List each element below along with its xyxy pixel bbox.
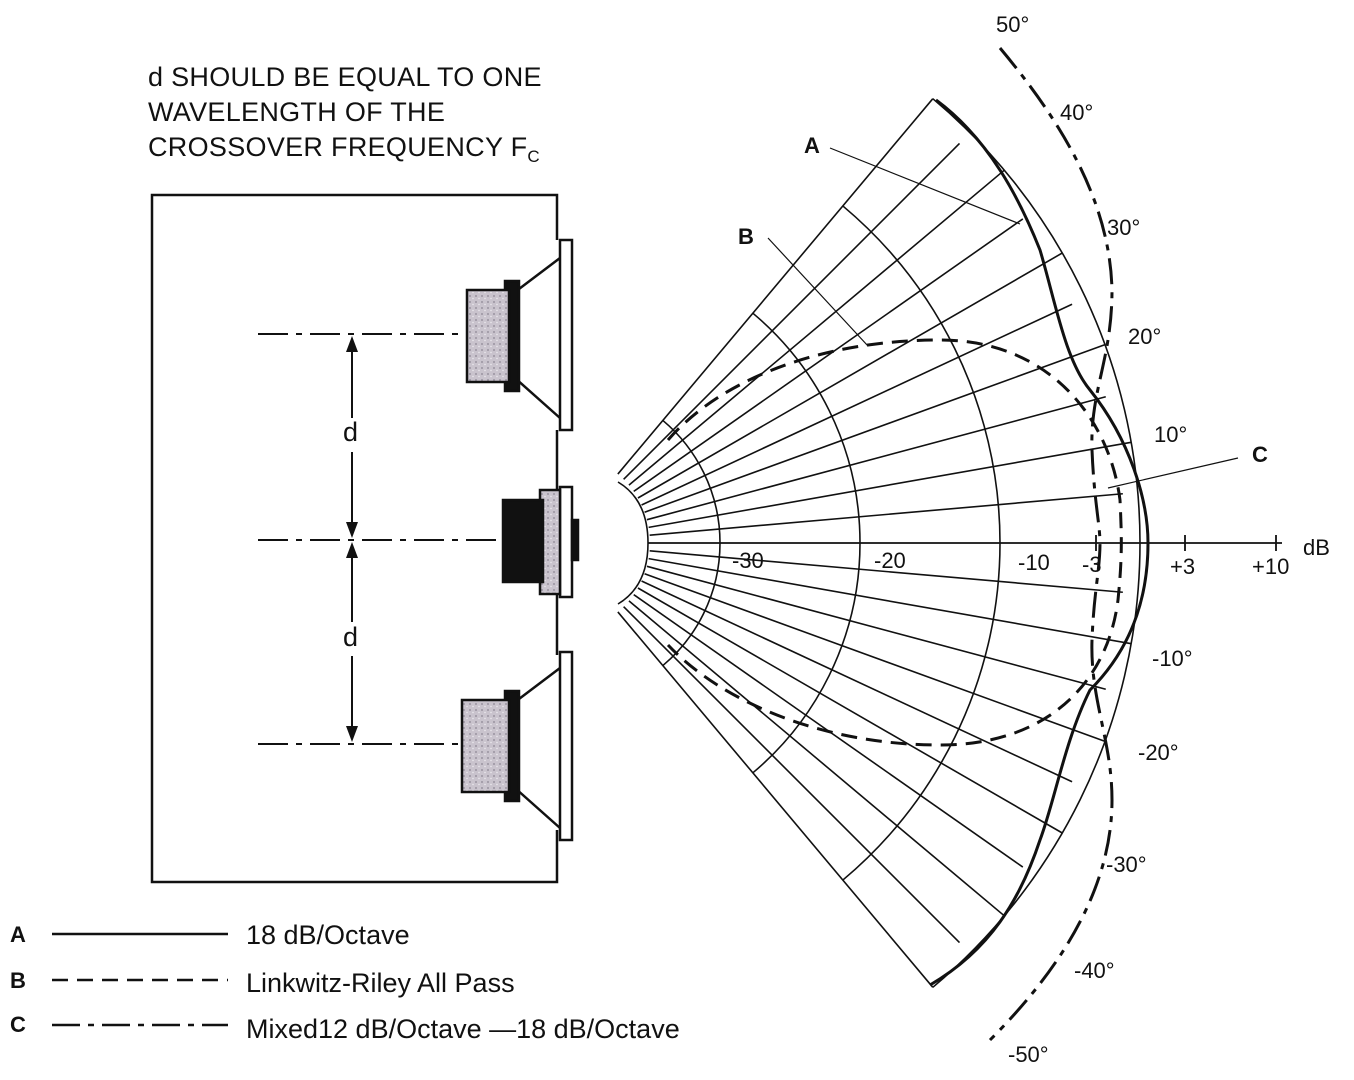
angle-label: -30° bbox=[1106, 852, 1147, 877]
angle-label: 10° bbox=[1154, 422, 1187, 447]
legend: A 18 dB/Octave B Linkwitz-Riley All Pass… bbox=[10, 920, 680, 1044]
legend-key-a: A bbox=[10, 922, 26, 947]
note-line-3-text: CROSSOVER FREQUENCY F bbox=[148, 132, 528, 162]
polar-radial-line bbox=[628, 600, 1005, 917]
lower-baffle-plate bbox=[558, 650, 574, 842]
db-tick-label: -10 bbox=[1018, 550, 1050, 575]
note-line-1: d SHOULD BE EQUAL TO ONE bbox=[148, 62, 542, 92]
leader-c bbox=[1107, 457, 1239, 489]
polar-radial-line bbox=[628, 169, 1005, 486]
polar-radial-line bbox=[644, 573, 1106, 743]
polar-radial-line bbox=[633, 218, 1024, 493]
legend-text-a: 18 dB/Octave bbox=[246, 920, 410, 950]
driver-axis-lines bbox=[258, 333, 500, 745]
upper-d-arrowhead-top bbox=[346, 336, 358, 352]
legend-text-b: Linkwitz-Riley All Pass bbox=[246, 968, 515, 998]
upper-d-label: d bbox=[343, 417, 358, 447]
tweeter-baffle-plate bbox=[558, 485, 574, 599]
db-tick-label: -20 bbox=[874, 548, 906, 573]
polar-radial-line bbox=[648, 441, 1132, 529]
leader-a bbox=[829, 147, 1021, 225]
leader-b bbox=[767, 237, 869, 347]
upper-woofer-cone bbox=[513, 257, 561, 419]
lower-d-label: d bbox=[343, 622, 358, 652]
tweeter-front bbox=[570, 518, 580, 562]
lower-woofer bbox=[460, 650, 574, 842]
legend-key-b: B bbox=[10, 968, 26, 993]
polar-grid bbox=[617, 98, 1141, 988]
center-tweeter bbox=[501, 485, 580, 599]
dimension-arrows bbox=[346, 336, 358, 742]
lower-d-arrowhead-bottom bbox=[346, 726, 358, 742]
polar-radial-line bbox=[641, 580, 1073, 783]
upper-woofer bbox=[465, 238, 574, 432]
angle-label: 40° bbox=[1060, 100, 1093, 125]
legend-key-c: C bbox=[10, 1012, 26, 1037]
db-tick-label: +10 bbox=[1252, 554, 1289, 579]
angle-label: -10° bbox=[1152, 646, 1193, 671]
curve-label-b: B bbox=[738, 224, 754, 249]
angle-label: -50° bbox=[1008, 1042, 1049, 1067]
tweeter-magnet bbox=[501, 498, 545, 584]
db-tick-label: -3 bbox=[1082, 552, 1102, 577]
design-note: d SHOULD BE EQUAL TO ONE WAVELENGTH OF T… bbox=[148, 60, 542, 174]
cabinet-outline bbox=[150, 193, 559, 884]
lower-woofer-body bbox=[460, 698, 511, 794]
angle-label: 30° bbox=[1107, 215, 1140, 240]
polar-radial-line bbox=[646, 395, 1106, 521]
db-tick-label: +3 bbox=[1170, 554, 1195, 579]
polar-hub-arc bbox=[617, 481, 649, 605]
upper-woofer-body bbox=[465, 288, 511, 384]
polar-radial-line bbox=[649, 492, 1123, 536]
note-line-3: CROSSOVER FREQUENCY FC bbox=[148, 130, 542, 174]
db-axis bbox=[648, 535, 1282, 551]
lower-d-arrowhead-top bbox=[346, 542, 358, 558]
angle-label: -20° bbox=[1138, 740, 1179, 765]
angle-label: 20° bbox=[1128, 324, 1161, 349]
angle-label: -40° bbox=[1074, 958, 1115, 983]
curve-c-mixed bbox=[988, 47, 1114, 1042]
note-line-3-subscript: C bbox=[527, 147, 540, 166]
polar-radial-line bbox=[637, 587, 1063, 834]
polar-radial-line bbox=[644, 343, 1106, 513]
db-tick-label: -30 bbox=[732, 548, 764, 573]
polar-radial-line bbox=[646, 565, 1106, 691]
polar-radial-line bbox=[648, 557, 1132, 645]
polar-radial-line bbox=[617, 611, 934, 988]
speaker-cabinet bbox=[150, 193, 559, 884]
lower-woofer-cone bbox=[513, 667, 561, 829]
db-unit-label: dB bbox=[1303, 535, 1330, 560]
curve-b-linkwitz-riley bbox=[666, 338, 1123, 747]
note-line-2: WAVELENGTH OF THE bbox=[148, 97, 446, 127]
angle-label: 50° bbox=[996, 12, 1029, 37]
polar-radial-line bbox=[641, 303, 1073, 506]
curve-label-a: A bbox=[804, 133, 820, 158]
curve-leaders bbox=[767, 147, 1239, 489]
polar-radial-line bbox=[617, 98, 934, 475]
polar-radial-line bbox=[637, 252, 1063, 499]
polar-radial-line bbox=[649, 550, 1123, 594]
upper-d-arrowhead-bottom bbox=[346, 522, 358, 538]
polar-radial-line bbox=[623, 142, 961, 480]
curve-label-c: C bbox=[1252, 442, 1268, 467]
upper-baffle-plate bbox=[558, 238, 574, 432]
polar-radial-line bbox=[623, 606, 961, 944]
legend-text-c: Mixed12 dB/Octave —18 dB/Octave bbox=[246, 1014, 680, 1044]
